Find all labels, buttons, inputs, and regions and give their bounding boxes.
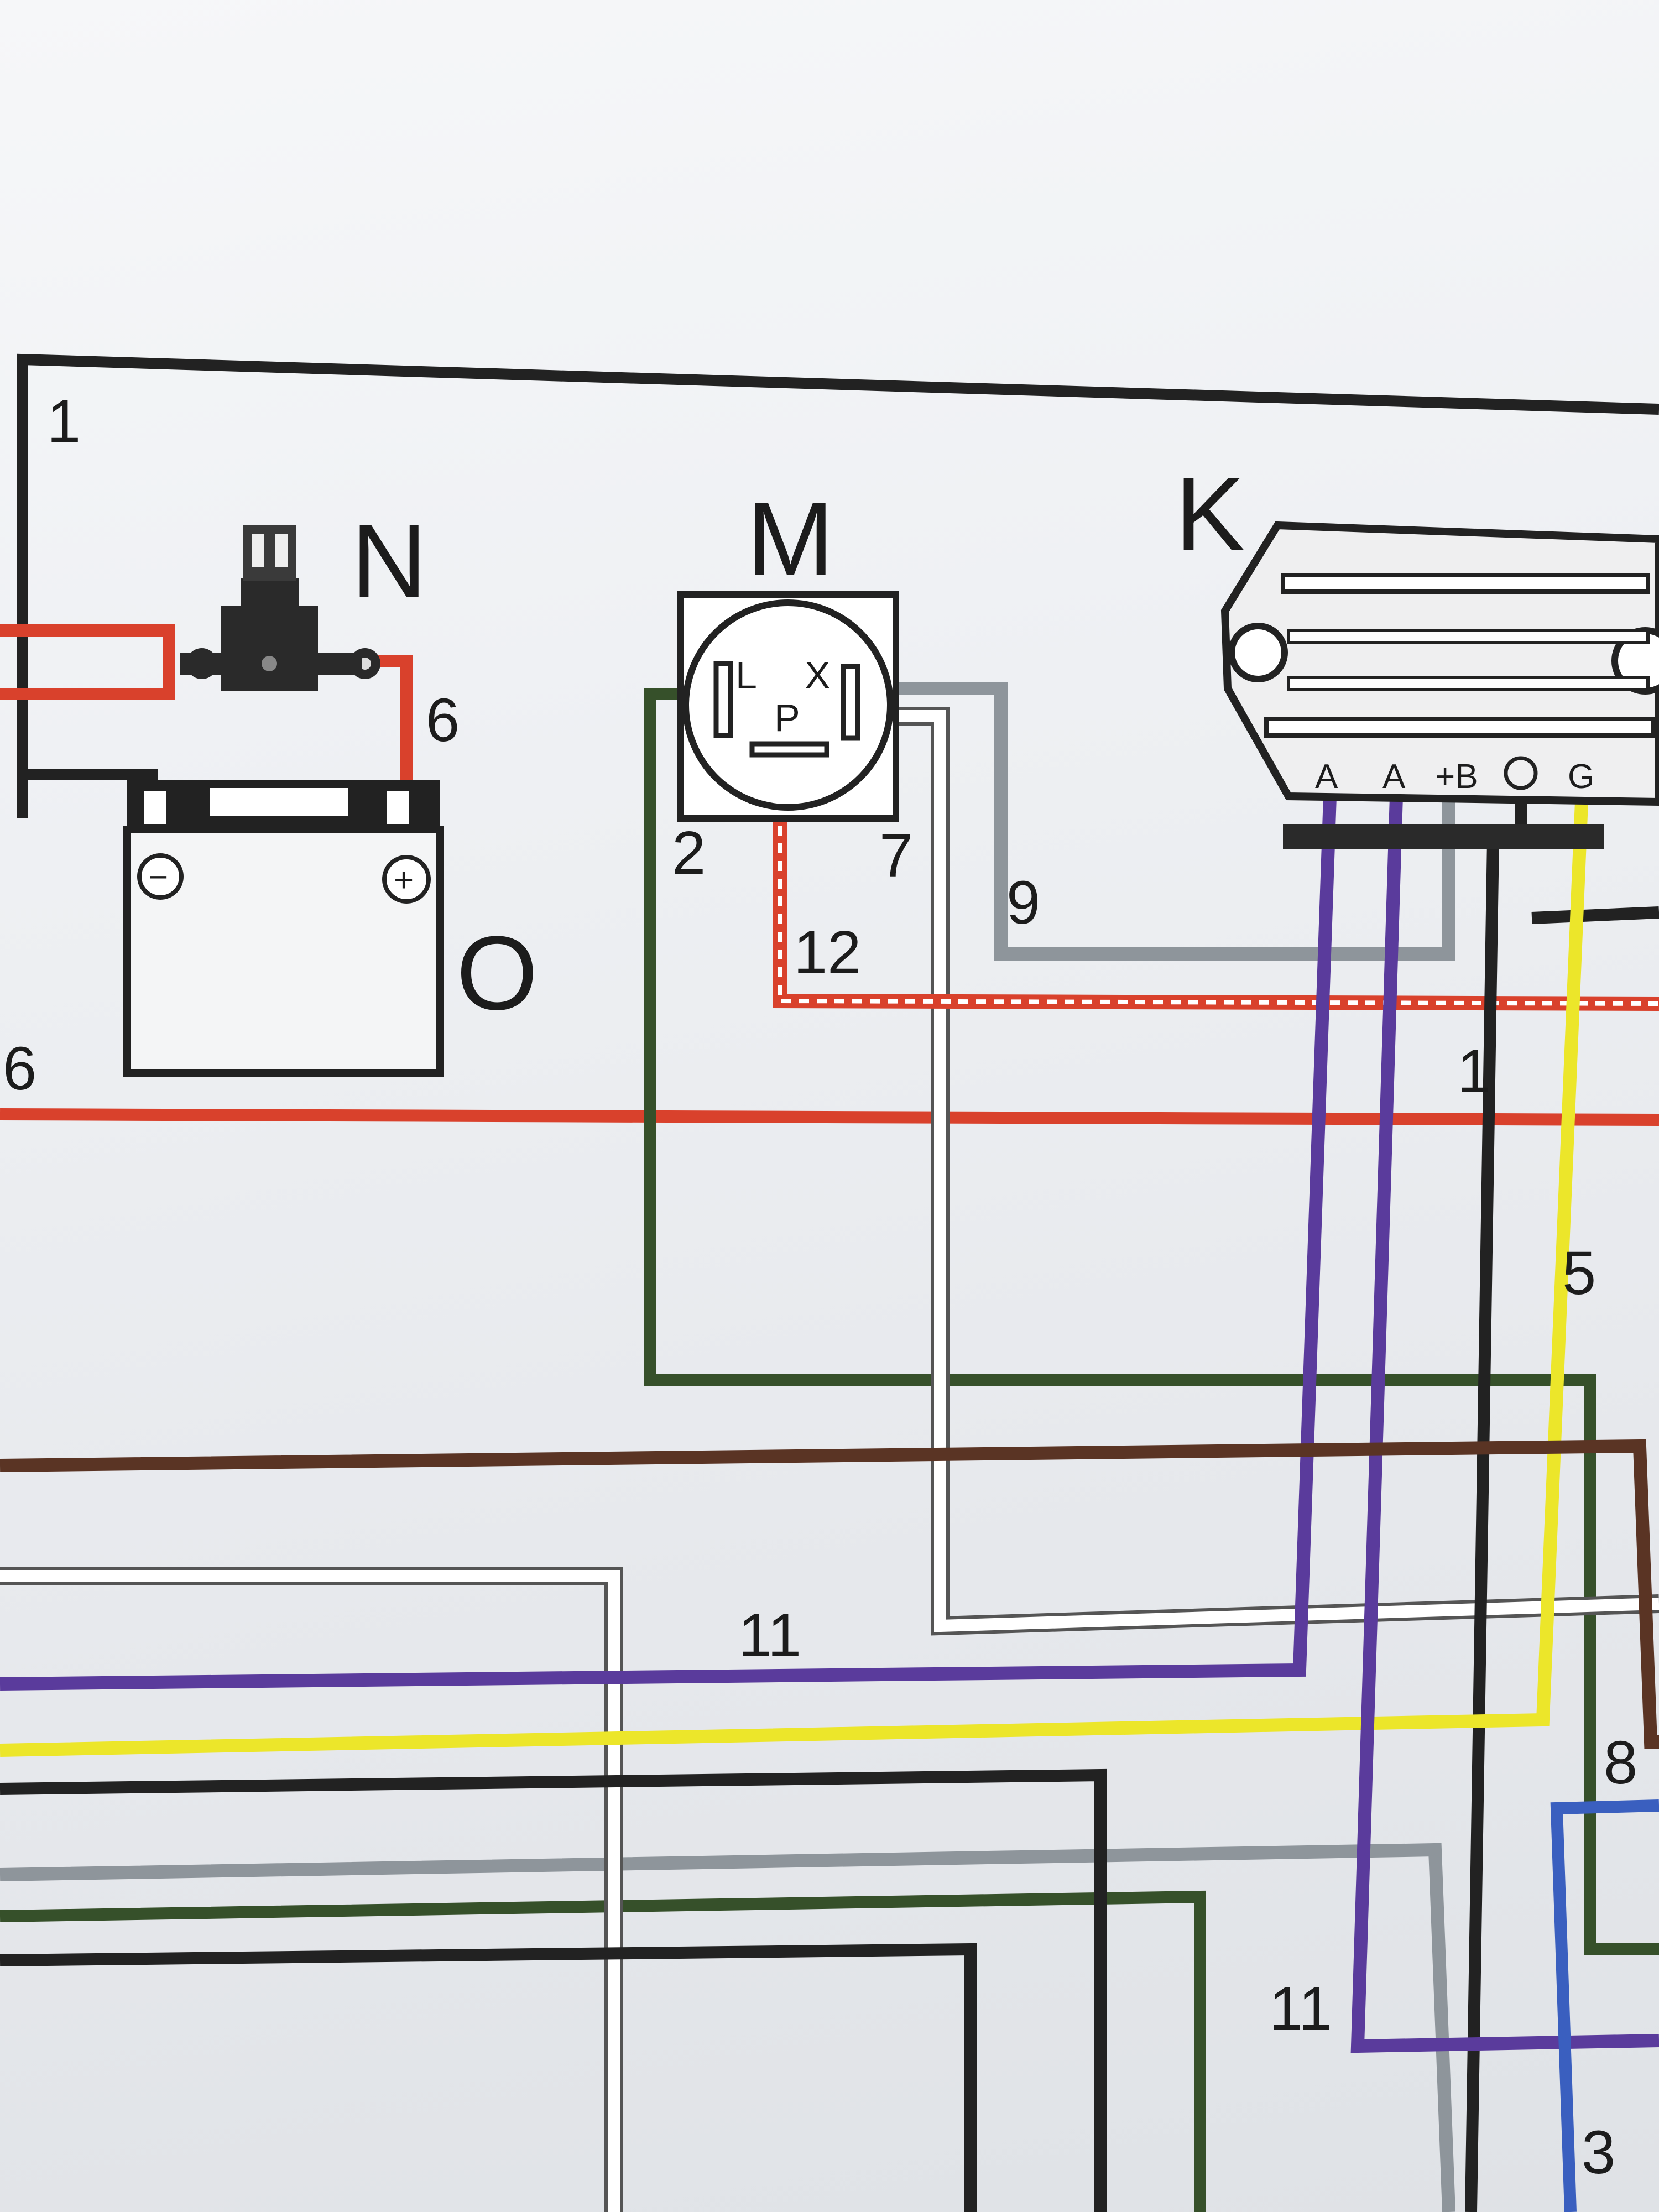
component-m-label: M: [747, 481, 834, 598]
wire-11-purple-upper: [0, 796, 1337, 1691]
wire-label-2: 2: [672, 819, 706, 887]
wire-label-1-top: 1: [47, 388, 81, 456]
component-o-label: O: [456, 915, 538, 1032]
wire-white-lower: [0, 1570, 620, 2212]
wire-label-9: 9: [1006, 869, 1040, 937]
wire-label-3: 3: [1582, 2119, 1615, 2187]
wire-6-red-fuse-to-battery: [368, 655, 413, 807]
regulator-terminal-ground: ⏚: [1509, 758, 1543, 796]
wire-3-blue: [1550, 1799, 1659, 2212]
wire-red-fuse-loop: [0, 624, 175, 700]
battery-positive-terminal: +: [394, 861, 414, 899]
wire-label-1-mid: 1: [1457, 1037, 1491, 1105]
wire-white-lower-outline: [0, 1567, 623, 2212]
wire-8-brown: [0, 1439, 1659, 1749]
component-o-battery: [123, 780, 444, 1077]
regulator-terminal-plus-b: +B: [1435, 758, 1478, 796]
wire-11-purple-lower: [1350, 796, 1659, 2053]
wire-12-red-white-dash: [778, 755, 1659, 1006]
wire-label-11-upper: 11: [738, 1601, 801, 1670]
battery-negative-terminal: −: [148, 858, 168, 896]
wire-black-lower-1: [0, 1768, 1107, 2212]
wire-label-6-fuse: 6: [426, 686, 460, 754]
regulator-terminal-a2: A: [1383, 758, 1406, 796]
wire-label-12: 12: [794, 919, 861, 987]
wire-green-lower: [0, 1890, 1206, 2212]
pin-p-label: P: [774, 696, 800, 739]
wire-label-6-left: 6: [3, 1035, 36, 1103]
wire-grey-lower: [0, 1843, 1455, 2212]
wire-black-lower-2: [0, 1943, 977, 2212]
wire-label-5: 5: [1562, 1239, 1596, 1307]
component-k-regulator: [1220, 521, 1659, 849]
wire-label-7: 7: [879, 822, 913, 890]
wire-label-11-lower: 11: [1269, 1975, 1332, 2043]
wire-black-right: [1531, 906, 1659, 924]
wire-7-white: [857, 710, 1659, 1632]
regulator-terminal-a1: A: [1315, 758, 1338, 796]
pin-l-label: L: [735, 654, 757, 697]
component-n-label: N: [351, 503, 427, 620]
component-k-label: K: [1175, 456, 1245, 573]
wire-2-green: [644, 688, 1659, 1955]
component-m-connector: [677, 591, 899, 822]
wire-label-8: 8: [1604, 1729, 1637, 1797]
regulator-terminal-g: G: [1568, 758, 1594, 796]
wire-6-red-main: [0, 1108, 1659, 1126]
wire-9-grey: [852, 682, 1455, 961]
pin-x-label: X: [805, 654, 831, 697]
component-n-fuse: [180, 525, 380, 691]
wire-7-white-outline: [857, 707, 1659, 1636]
wire-5-yellow: [0, 801, 1588, 1757]
wire-1-black: [17, 353, 1659, 818]
